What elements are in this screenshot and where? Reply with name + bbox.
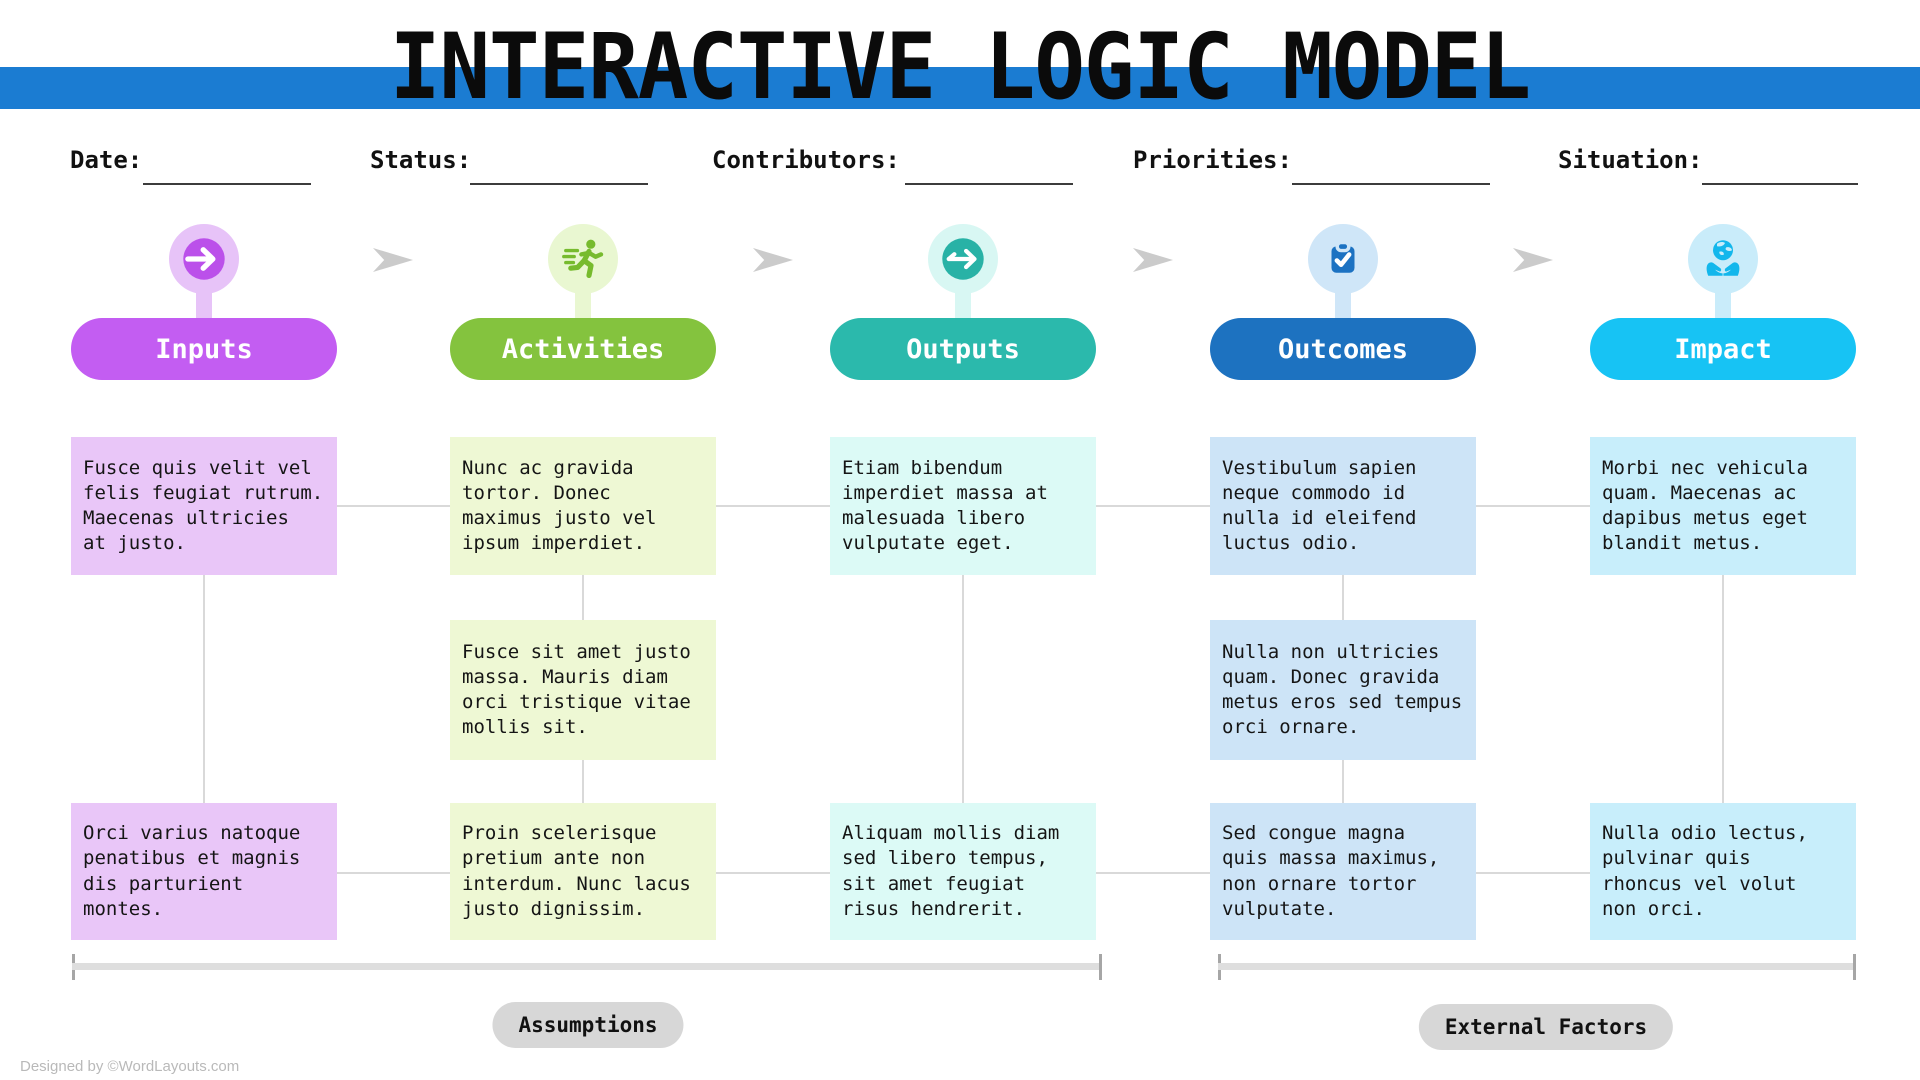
- activities-box-3[interactable]: Proin scelerisque pretium ante non inter…: [450, 803, 716, 940]
- outputs-vertical-connector-line: [962, 575, 964, 805]
- inputs-stem: [196, 286, 212, 320]
- date-fill-line[interactable]: [143, 183, 311, 185]
- flow-arrow-icon: [753, 248, 793, 272]
- column-inputs: Inputs Fusce quis velit vel felis feugia…: [71, 224, 337, 944]
- column-impact: Impact Morbi nec vehicula quam. Maecenas…: [1590, 224, 1856, 944]
- flow-arrow-icon: [1133, 248, 1173, 272]
- bracket-tick: [1853, 954, 1856, 980]
- impact-stem: [1715, 286, 1731, 320]
- priorities-field-label: Priorities:: [1133, 146, 1292, 174]
- assumptions-label-pill: Assumptions: [492, 1002, 684, 1048]
- flow-arrow-icon: [1513, 248, 1553, 272]
- inputs-box-2[interactable]: Orci varius natoque penatibus et magnis …: [71, 803, 337, 940]
- situation-fill-line[interactable]: [1702, 183, 1858, 185]
- runner-icon: [562, 239, 604, 278]
- banner-bar: [0, 67, 1920, 109]
- assumptions-bracket: [72, 954, 1102, 980]
- bracket-bar: [1218, 963, 1856, 970]
- inputs-stage-pill: Inputs: [71, 318, 337, 380]
- inputs-box-1[interactable]: Fusce quis velit vel felis feugiat rutru…: [71, 437, 337, 575]
- status-fill-line[interactable]: [470, 183, 648, 185]
- activities-box-1[interactable]: Nunc ac gravida tortor. Donec maximus ju…: [450, 437, 716, 575]
- hands-globe-icon: [1706, 240, 1740, 276]
- outcomes-stage-pill: Outcomes: [1210, 318, 1476, 380]
- contributors-field-label: Contributors:: [712, 146, 900, 174]
- column-activities: Activities Nunc ac gravida tortor. Donec…: [450, 224, 716, 944]
- activities-stage-pill: Activities: [450, 318, 716, 380]
- outcomes-box-3[interactable]: Sed congue magna quis massa maximus, non…: [1210, 803, 1476, 940]
- impact-box-1[interactable]: Morbi nec vehicula quam. Maecenas ac dap…: [1590, 437, 1856, 575]
- priorities-fill-line[interactable]: [1292, 183, 1490, 185]
- impact-box-2[interactable]: Nulla odio lectus, pulvinar quis rhoncus…: [1590, 803, 1856, 940]
- impact-icon-circle: [1688, 224, 1758, 294]
- bracket-bar: [72, 963, 1102, 970]
- outputs-box-2[interactable]: Aliquam mollis diam sed libero tempus, s…: [830, 803, 1096, 940]
- outputs-box-1[interactable]: Etiam bibendum imperdiet massa at malesu…: [830, 437, 1096, 575]
- sign-in-arrow-icon: [183, 238, 225, 280]
- outcomes-icon-circle: [1308, 224, 1378, 294]
- flow-arrow-icon: [373, 248, 413, 272]
- activities-icon-circle: [548, 224, 618, 294]
- outputs-stem: [955, 286, 971, 320]
- outcomes-box-1[interactable]: Vestibulum sapien neque commodo id nulla…: [1210, 437, 1476, 575]
- designer-credit: Designed by ©WordLayouts.com: [20, 1058, 240, 1075]
- date-field-label: Date:: [70, 146, 143, 174]
- impact-vertical-connector-line: [1722, 575, 1724, 805]
- impact-stage-pill: Impact: [1590, 318, 1856, 380]
- column-outcomes: Outcomes Vestibulum sapien neque commodo…: [1210, 224, 1476, 944]
- page-title: INTERACTIVE LOGIC MODEL: [389, 14, 1531, 120]
- inputs-icon-circle: [169, 224, 239, 294]
- outcomes-stem: [1335, 286, 1351, 320]
- activities-box-2[interactable]: Fusce sit amet justo massa. Mauris diam …: [450, 620, 716, 760]
- contributors-fill-line[interactable]: [905, 183, 1073, 185]
- external-factors-bracket: [1218, 954, 1856, 980]
- column-outputs: Outputs Etiam bibendum imperdiet massa a…: [830, 224, 1096, 944]
- depart-arrow-icon: [942, 238, 984, 280]
- clipboard-check-icon: [1331, 240, 1355, 273]
- status-field-label: Status:: [370, 146, 472, 174]
- external-factors-label-pill: External Factors: [1418, 1004, 1674, 1050]
- bracket-tick: [1099, 954, 1102, 980]
- outcomes-box-2[interactable]: Nulla non ultricies quam. Donec gravida …: [1210, 620, 1476, 760]
- activities-stem: [575, 286, 591, 320]
- inputs-vertical-connector-line: [203, 575, 205, 805]
- outputs-icon-circle: [928, 224, 998, 294]
- situation-field-label: Situation:: [1558, 146, 1703, 174]
- outputs-stage-pill: Outputs: [830, 318, 1096, 380]
